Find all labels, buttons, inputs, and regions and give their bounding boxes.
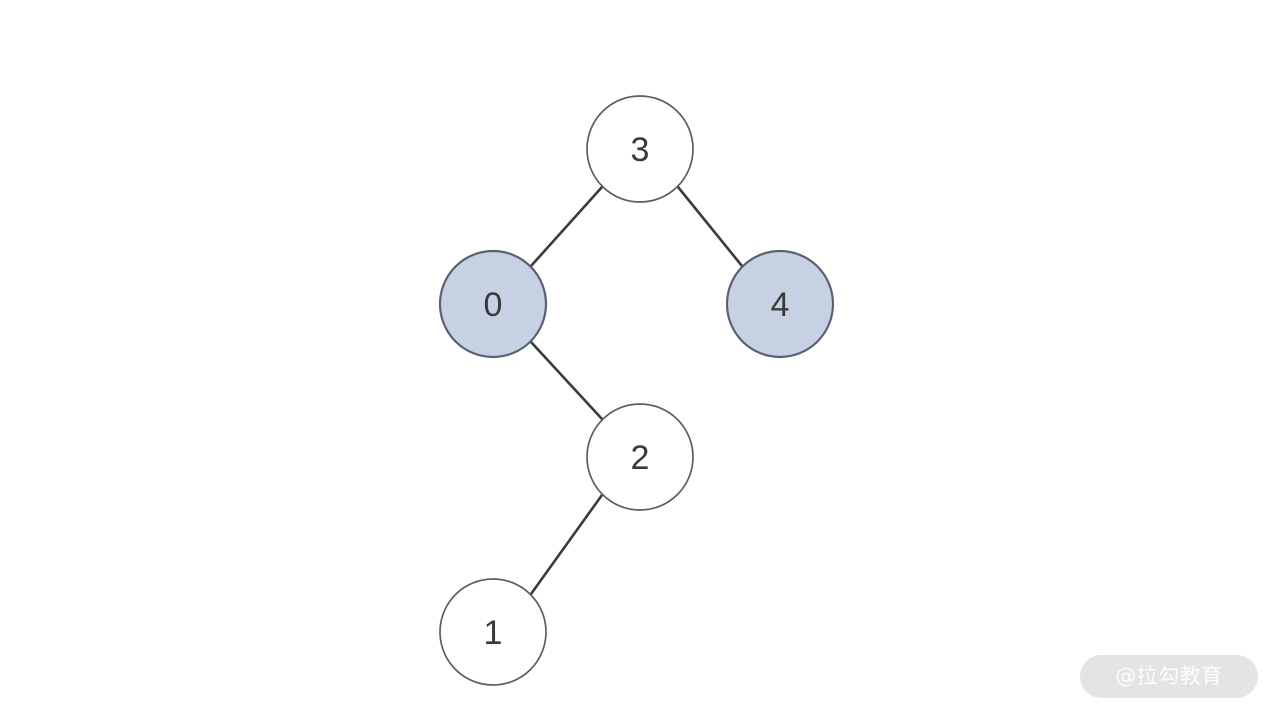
edge-group [529,185,744,596]
node-3-label: 3 [631,131,650,169]
node-3-circle[interactable] [586,95,694,203]
node-0-circle[interactable] [438,249,548,359]
edge-2-to-1 [529,493,604,596]
node-0-label: 0 [484,286,503,324]
watermark-label: @拉勾教育 [1115,664,1223,688]
node-3[interactable]: 3 [586,95,694,203]
node-4[interactable]: 4 [725,249,835,359]
node-2[interactable]: 2 [586,403,694,511]
watermark-badge: @拉勾教育 [1080,655,1258,698]
node-4-circle[interactable] [725,249,835,359]
node-1-label: 1 [484,614,503,652]
node-1-circle[interactable] [439,578,547,686]
node-2-label: 2 [631,439,650,477]
node-0[interactable]: 0 [438,249,548,359]
node-1[interactable]: 1 [439,578,547,686]
edge-0-to-2 [529,340,604,421]
node-4-label: 4 [771,286,790,324]
node-2-circle[interactable] [586,403,694,511]
edge-3-to-0 [529,185,604,268]
edge-3-to-4 [676,185,744,268]
